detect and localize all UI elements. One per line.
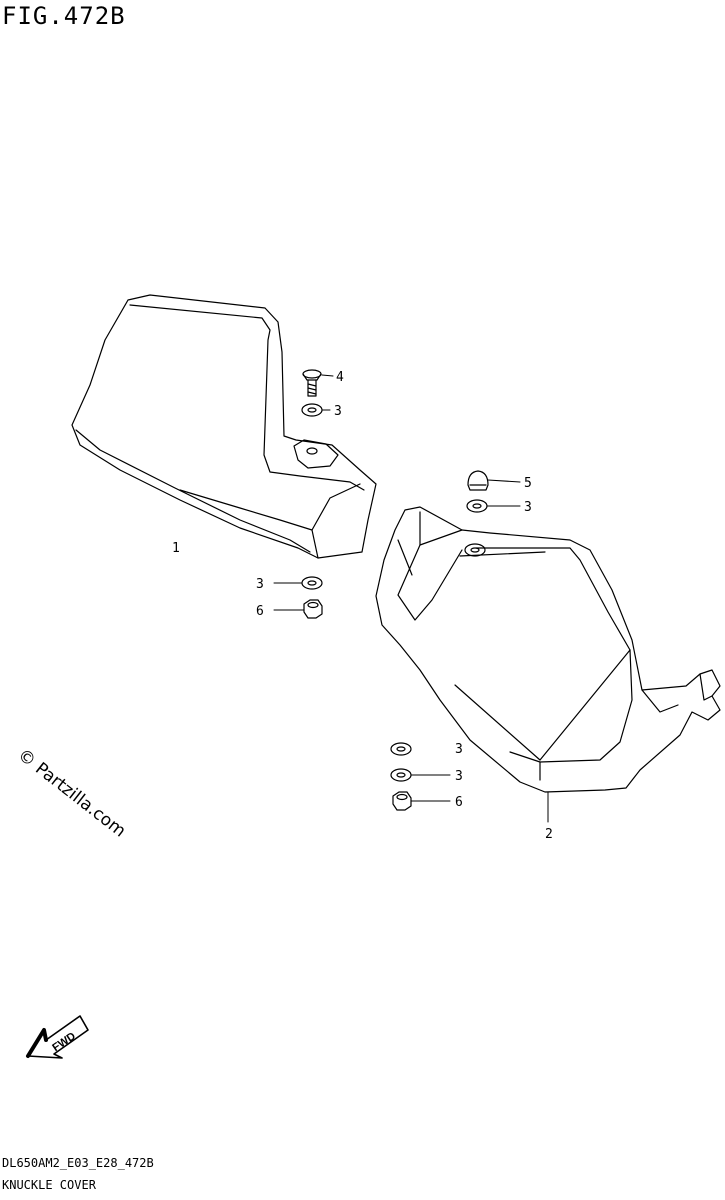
washer-part-3-b[interactable]	[466, 499, 488, 513]
screw-part-4[interactable]	[302, 369, 322, 397]
knuckle-cover-left[interactable]	[71, 294, 377, 559]
callout-washer-3-e: 3	[455, 769, 463, 784]
figure-name: KNUCKLE COVER	[2, 1178, 96, 1192]
callout-screw-4: 4	[336, 370, 344, 385]
washer-part-3-c[interactable]	[301, 576, 323, 590]
figure-code: DL650AM2_E03_E28_472B	[2, 1156, 154, 1170]
fwd-arrow-icon: FWD	[26, 1015, 89, 1059]
callout-washer-3-d: 3	[455, 742, 463, 757]
callout-washer-3-a: 3	[334, 404, 342, 419]
callout-nut-5: 5	[524, 476, 532, 491]
washer-part-3-d[interactable]	[390, 742, 412, 756]
callout-nut-6-b: 6	[455, 795, 463, 810]
callout-washer-3-b: 3	[524, 500, 532, 515]
nut-part-6-b[interactable]	[392, 791, 412, 811]
callout-part-2: 2	[545, 827, 553, 842]
callout-part-1: 1	[172, 541, 180, 556]
leader-lines	[273, 374, 549, 823]
washer-part-3-a[interactable]	[301, 403, 323, 417]
figure-title: FIG.472B	[2, 2, 126, 30]
nut-part-6-a[interactable]	[303, 599, 323, 619]
callout-washer-3-c: 3	[256, 577, 264, 592]
knuckle-cover-right[interactable]	[375, 506, 721, 793]
callout-nut-6-a: 6	[256, 604, 264, 619]
washer-part-3-e[interactable]	[390, 768, 412, 782]
cap-nut-part-5[interactable]	[467, 470, 489, 491]
